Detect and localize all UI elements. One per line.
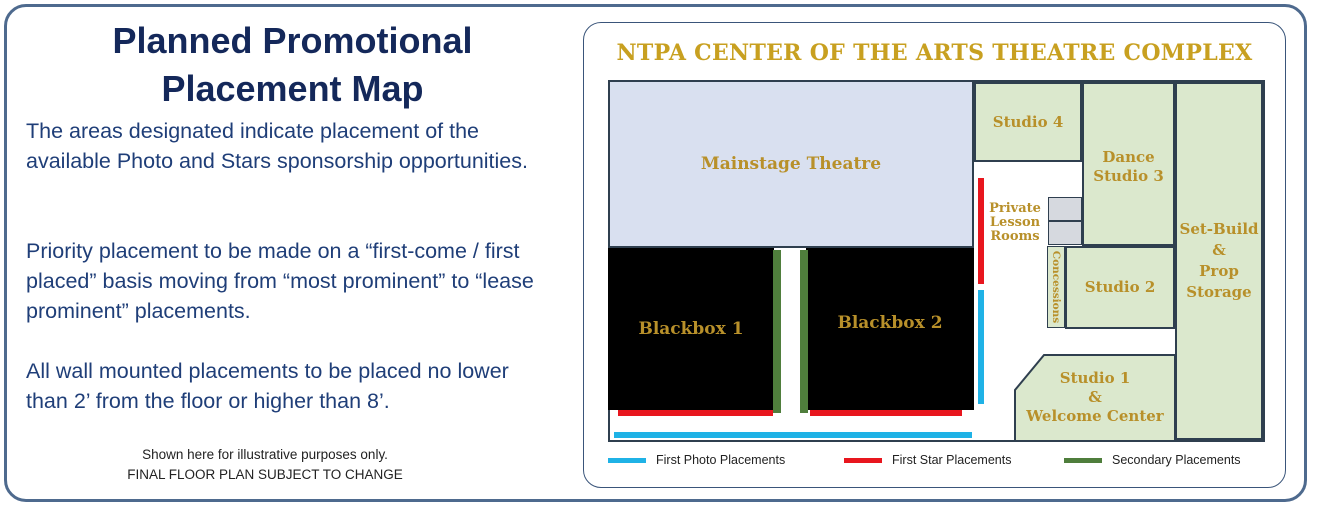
priority-paragraph: Priority placement to be made on a “firs… — [26, 239, 534, 323]
private-lesson-label-line1: Private — [989, 201, 1041, 216]
lesson-room-box-1 — [1048, 197, 1082, 221]
secondary-placement-bar-right — [800, 250, 808, 413]
blackbox-1: Blackbox 1 — [608, 248, 774, 410]
studio-2: Studio 2 — [1065, 246, 1175, 329]
studio-1-label-line2: & — [1088, 387, 1102, 406]
concessions-label: Concessions — [1050, 250, 1062, 324]
studio-1-shape — [1014, 354, 1176, 442]
page-title-line2: Placement Map — [161, 68, 424, 109]
legend-star-swatch — [844, 457, 882, 463]
description-paragraph: The areas designated indicate placement … — [26, 119, 528, 173]
legend-secondary-label: Secondary Placements — [1112, 453, 1241, 467]
legend-photo-swatch — [608, 457, 646, 463]
page-title-line1: Planned Promotional — [112, 20, 473, 61]
private-lesson-rooms: Private Lesson Rooms — [984, 200, 1046, 246]
studio-1-label-line3: Welcome Center — [1026, 406, 1164, 425]
dance-studio-3-label-line2: Studio 3 — [1093, 167, 1164, 185]
wall-mount-paragraph: All wall mounted placements to be placed… — [26, 359, 509, 413]
studio-1-welcome-center: Studio 1 & Welcome Center — [1024, 358, 1166, 436]
studio-2-label: Studio 2 — [1084, 278, 1156, 296]
blackbox-1-label: Blackbox 1 — [638, 318, 744, 339]
private-lesson-label-line3: Rooms — [990, 229, 1040, 244]
studio-1-label-line1: Studio 1 — [1059, 368, 1131, 387]
set-build-prop-storage: Set-Build & Prop Storage — [1175, 82, 1263, 440]
floor-plan-title: NTPA CENTER OF THE ARTS THEATRE COMPLEX — [616, 40, 1253, 66]
legend-star: First Star Placements — [844, 452, 1011, 468]
set-build-label-line4: Storage — [1186, 283, 1252, 301]
set-build-label-line1: Set-Build — [1179, 220, 1259, 238]
mainstage-theatre: Mainstage Theatre — [608, 80, 974, 248]
disclaimer-line1: Shown here for illustrative purposes onl… — [142, 447, 388, 462]
star-placement-bar-blackbox-1 — [618, 410, 773, 416]
photo-placement-bar-corridor — [614, 432, 972, 438]
legend-photo: First Photo Placements — [608, 452, 785, 468]
set-build-label-line3: Prop — [1199, 262, 1239, 280]
photo-placement-bar-vertical — [978, 290, 984, 404]
star-placement-bar-blackbox-2 — [810, 410, 962, 416]
blackbox-2-label: Blackbox 2 — [837, 312, 943, 333]
private-lesson-label-line2: Lesson — [989, 215, 1041, 230]
concessions: Concessions — [1047, 246, 1065, 328]
blackbox-2: Blackbox 2 — [806, 248, 974, 410]
disclaimer-line2: FINAL FLOOR PLAN SUBJECT TO CHANGE — [127, 467, 403, 482]
legend-secondary: Secondary Placements — [1064, 452, 1241, 468]
legend-secondary-swatch — [1064, 457, 1102, 463]
studio-4-label: Studio 4 — [992, 112, 1064, 131]
dance-studio-3: Dance Studio 3 — [1082, 82, 1175, 246]
legend-photo-label: First Photo Placements — [656, 453, 786, 467]
star-placement-bar-vertical — [978, 178, 984, 284]
floor-plan-panel — [583, 22, 1286, 488]
studio-4: Studio 4 — [974, 82, 1082, 162]
dance-studio-3-label-line1: Dance — [1102, 148, 1155, 166]
legend-star-label: First Star Placements — [892, 453, 1012, 467]
outer-frame — [4, 4, 1307, 502]
set-build-label-line2: & — [1212, 241, 1226, 259]
lesson-room-box-2 — [1048, 221, 1082, 245]
secondary-placement-bar-left — [773, 250, 781, 413]
mainstage-label: Mainstage Theatre — [700, 153, 882, 174]
